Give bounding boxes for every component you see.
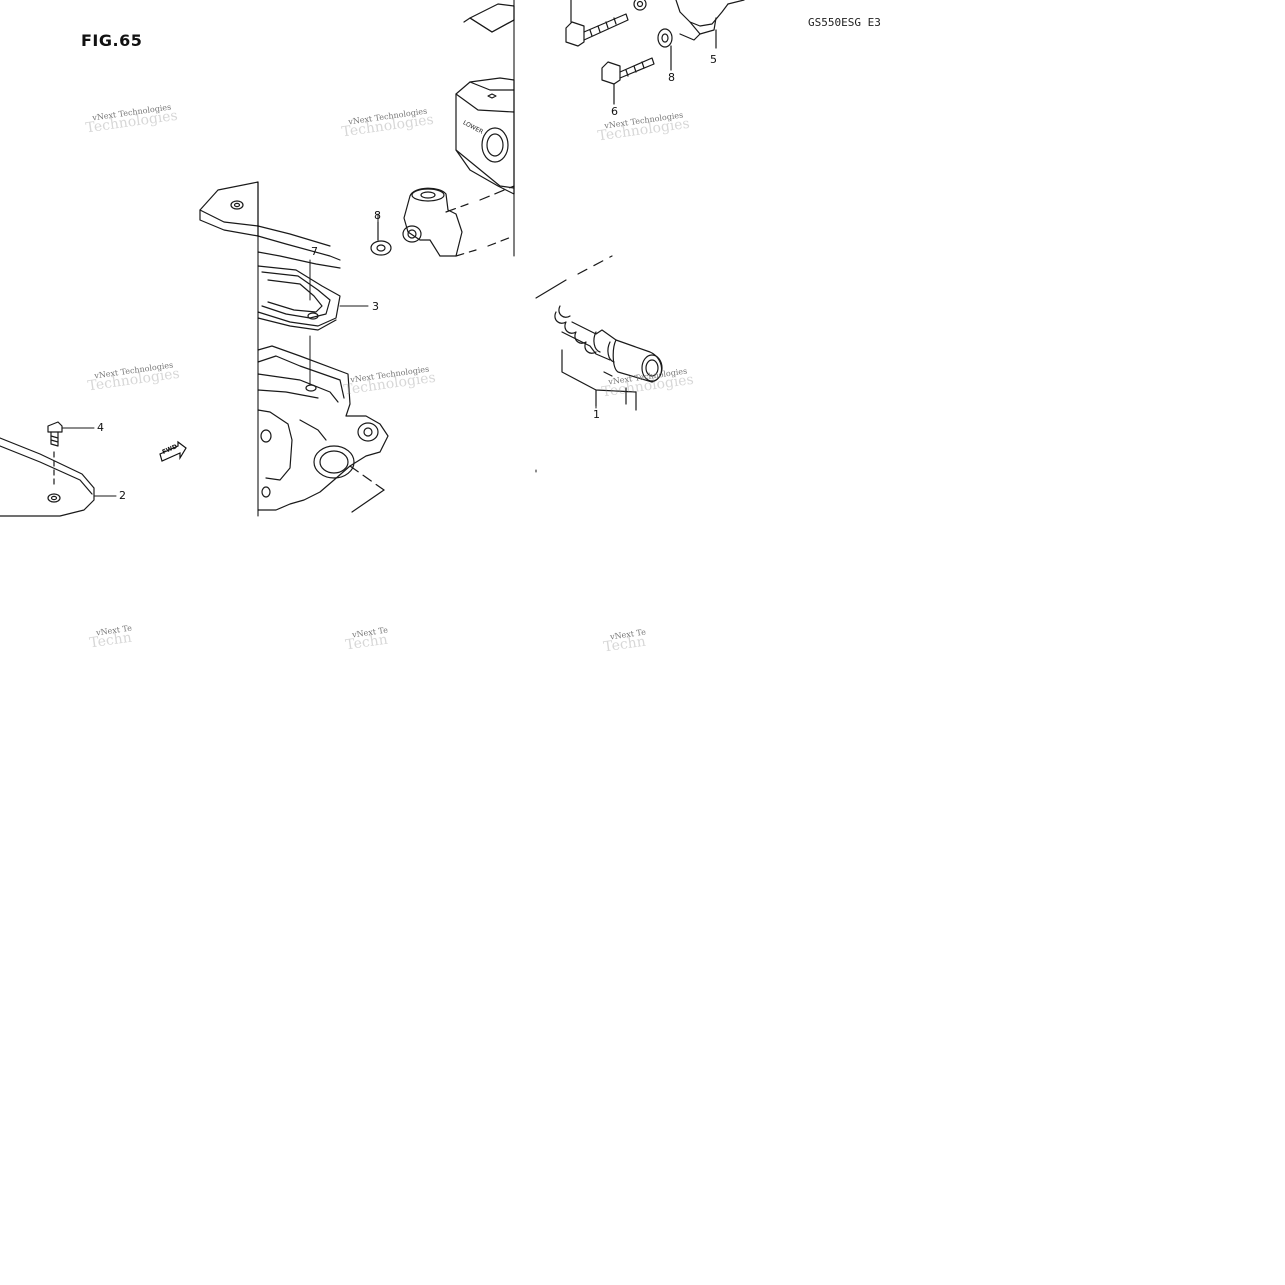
callout-8-left: 8 [374, 209, 381, 222]
callout-8-right: 8 [668, 71, 675, 84]
lever-holder [675, 0, 745, 49]
callout-4: 4 [97, 421, 104, 434]
callout-6: 6 [611, 105, 618, 118]
holder-bolt-short [601, 57, 655, 105]
leader-lines [61, 213, 597, 497]
washer-8-right [633, 0, 673, 71]
reservoir-cap [199, 181, 341, 261]
reservoir-cap-lower [0, 437, 95, 517]
figure-title: FIG.65 [81, 31, 143, 50]
washer-8-left [370, 221, 392, 256]
upper-master-cylinder-body [455, 3, 515, 195]
callout-5: 5 [710, 53, 717, 66]
holder-bolt-long [565, 0, 629, 47]
master-cylinder-body [257, 345, 389, 513]
model-code: GS550ESG E3 [808, 16, 881, 29]
brake-hose-union [402, 185, 515, 257]
callout-3: 3 [372, 300, 379, 313]
callout-1: 1 [593, 408, 600, 421]
panel-edges [257, 0, 515, 517]
callout-7: 7 [311, 245, 318, 258]
callout-2: 2 [119, 489, 126, 502]
piston-assembly [535, 255, 663, 411]
reservoir-diaphragm [257, 251, 341, 331]
cap-screw [47, 421, 63, 487]
fwd-arrow-icon: FWD [158, 440, 188, 469]
